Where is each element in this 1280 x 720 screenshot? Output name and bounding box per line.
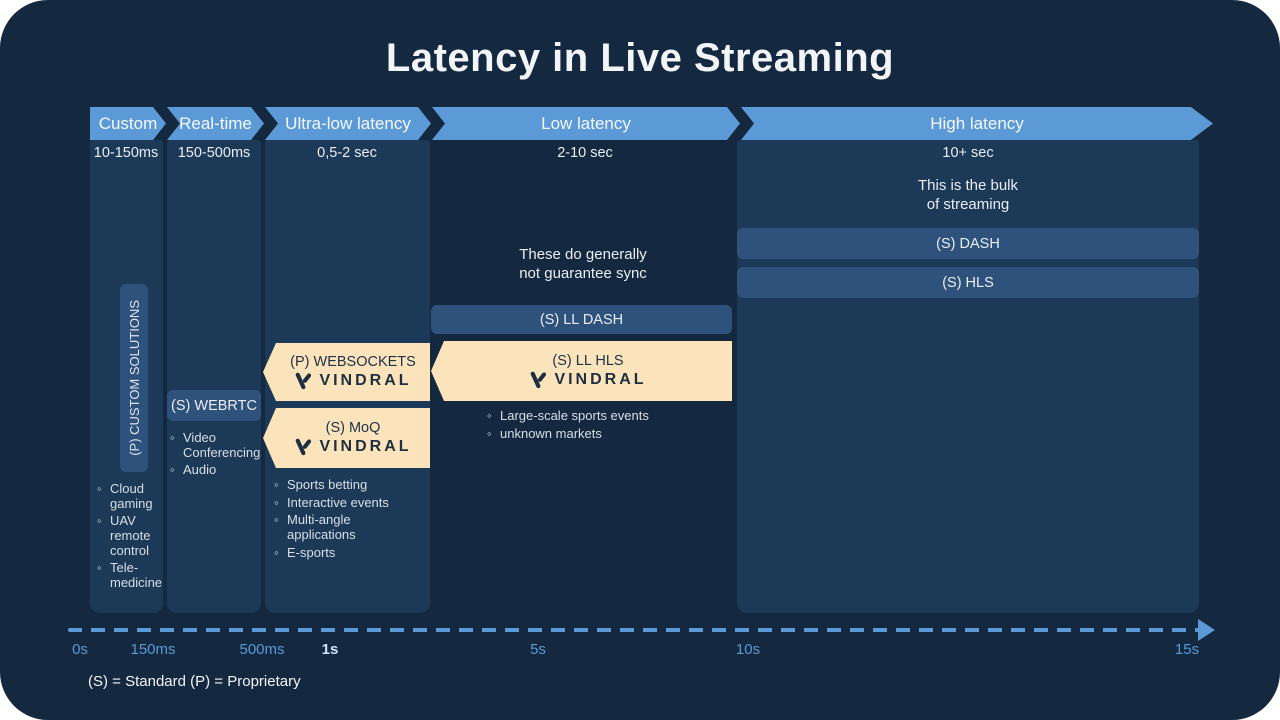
vindral-logo-icon [296, 372, 312, 389]
list-item: Sports betting [274, 477, 419, 493]
realtime-bullet-list: Video Conferencing Audio [170, 430, 260, 481]
webrtc-label: (S) WEBRTC [171, 397, 257, 414]
banner-segment-custom: Custom [90, 107, 166, 140]
dash-label: (S) DASH [936, 235, 1000, 252]
ll-hls-label: (S) LL HLS [552, 352, 624, 369]
bulk-note: This is the bulk of streaming [917, 177, 1019, 213]
banner-segment-low: Low latency [432, 107, 740, 140]
list-item: Tele-medicine [97, 560, 162, 590]
list-item: Audio [170, 463, 260, 478]
brand-row: VINDRAL [294, 372, 411, 391]
latency-axis-line [68, 628, 1200, 632]
ll-dash-box: (S) LL DASH [431, 305, 732, 334]
tick-1s: 1s [321, 641, 339, 658]
range-custom: 10-150ms [93, 145, 159, 161]
tick-15s: 15s [1174, 641, 1200, 658]
range-realtime: 150-500ms [177, 145, 251, 161]
webrtc-box: (S) WEBRTC [167, 390, 261, 421]
custom-solutions-box: (P) CUSTOM SOLUTIONS [120, 284, 148, 472]
low-bullet-list: Large-scale sports events unknown market… [487, 408, 707, 444]
range-ultra-low: 0,5-2 sec [317, 145, 377, 161]
list-item: Video Conferencing [170, 430, 260, 460]
ll-hls-box: (S) LL HLS VINDRAL [431, 341, 732, 401]
hls-label: (S) HLS [942, 274, 994, 291]
list-item: Large-scale sports events [487, 408, 707, 424]
banner-segment-ultra-low: Ultra-low latency [265, 107, 431, 140]
tick-500ms: 500ms [239, 641, 285, 658]
banner-label: Real-time [179, 113, 252, 133]
range-low: 2-10 sec [557, 145, 613, 161]
tick-5s: 5s [530, 641, 546, 658]
moq-label: (S) MoQ [325, 419, 381, 436]
list-item: Multi-angle applications [274, 512, 419, 542]
sync-note: These do generally not guarantee sync [519, 246, 647, 282]
axis-arrow-icon [1198, 619, 1215, 641]
brand-name: VINDRAL [554, 371, 647, 388]
ll-dash-label: (S) LL DASH [539, 311, 624, 328]
custom-solutions-label: (P) CUSTOM SOLUTIONS [126, 300, 142, 456]
list-item: Cloud gaming [97, 481, 159, 511]
banner-segment-realtime: Real-time [167, 107, 264, 140]
brand-row: VINDRAL [529, 371, 646, 390]
hls-box: (S) HLS [737, 267, 1199, 298]
tick-10s: 10s [735, 641, 761, 658]
range-high: 10+ sec [942, 145, 994, 161]
list-item: Interactive events [274, 495, 419, 511]
banner-label: High latency [930, 113, 1024, 133]
tick-150ms: 150ms [130, 641, 176, 658]
panel-realtime [167, 140, 261, 613]
banner-label: Ultra-low latency [285, 113, 411, 133]
vindral-logo-icon [531, 371, 547, 388]
custom-bullet-list: Cloud gaming UAV remote control Tele-med… [97, 481, 162, 594]
brand-name: VINDRAL [319, 438, 412, 455]
websockets-label: (P) WEBSOCKETS [290, 353, 416, 370]
list-item: unknown markets [487, 426, 707, 442]
brand-name: VINDRAL [319, 372, 412, 389]
ultra-bullet-list: Sports betting Interactive events Multi-… [274, 477, 419, 563]
list-item: E-sports [274, 545, 419, 561]
moq-box: (S) MoQ VINDRAL [263, 408, 430, 468]
tick-0s: 0s [72, 641, 88, 658]
panel-high [737, 140, 1199, 613]
vindral-logo-icon [296, 438, 312, 455]
legend: (S) = Standard (P) = Proprietary [88, 673, 301, 690]
page-title: Latency in Live Streaming [385, 36, 895, 80]
banner-label: Custom [98, 113, 158, 133]
banner-label: Low latency [541, 113, 631, 133]
list-item: UAV remote control [97, 514, 159, 558]
dash-box: (S) DASH [737, 228, 1199, 259]
websockets-box: (P) WEBSOCKETS VINDRAL [263, 343, 430, 401]
banner-segment-high: High latency [741, 107, 1213, 140]
brand-row: VINDRAL [294, 438, 411, 457]
